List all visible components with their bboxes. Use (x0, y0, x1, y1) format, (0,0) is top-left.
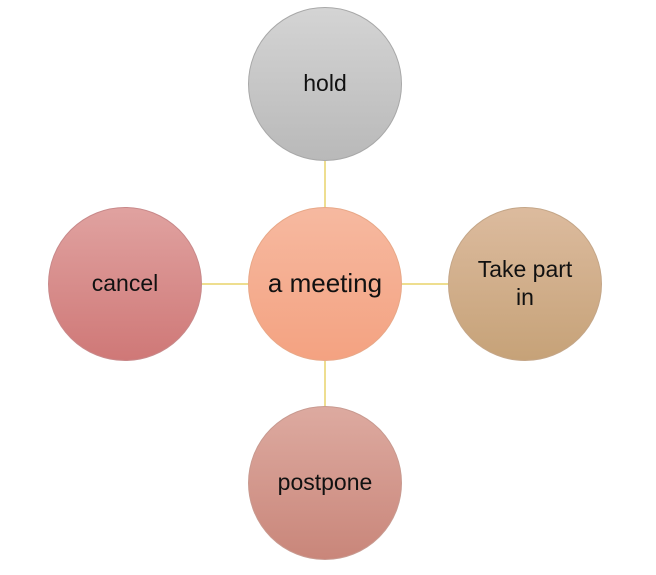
node-a-meeting-label: a meeting (267, 268, 383, 299)
node-hold-label: hold (303, 70, 347, 97)
node-postpone: postpone (248, 406, 402, 560)
node-take-part-in-label: Take part in (477, 256, 573, 310)
node-take-part-in: Take part in (448, 207, 602, 361)
node-cancel-label: cancel (91, 270, 159, 297)
node-a-meeting: a meeting (248, 207, 402, 361)
node-hold: hold (248, 7, 402, 161)
node-postpone-label: postpone (277, 469, 373, 496)
node-cancel: cancel (48, 207, 202, 361)
